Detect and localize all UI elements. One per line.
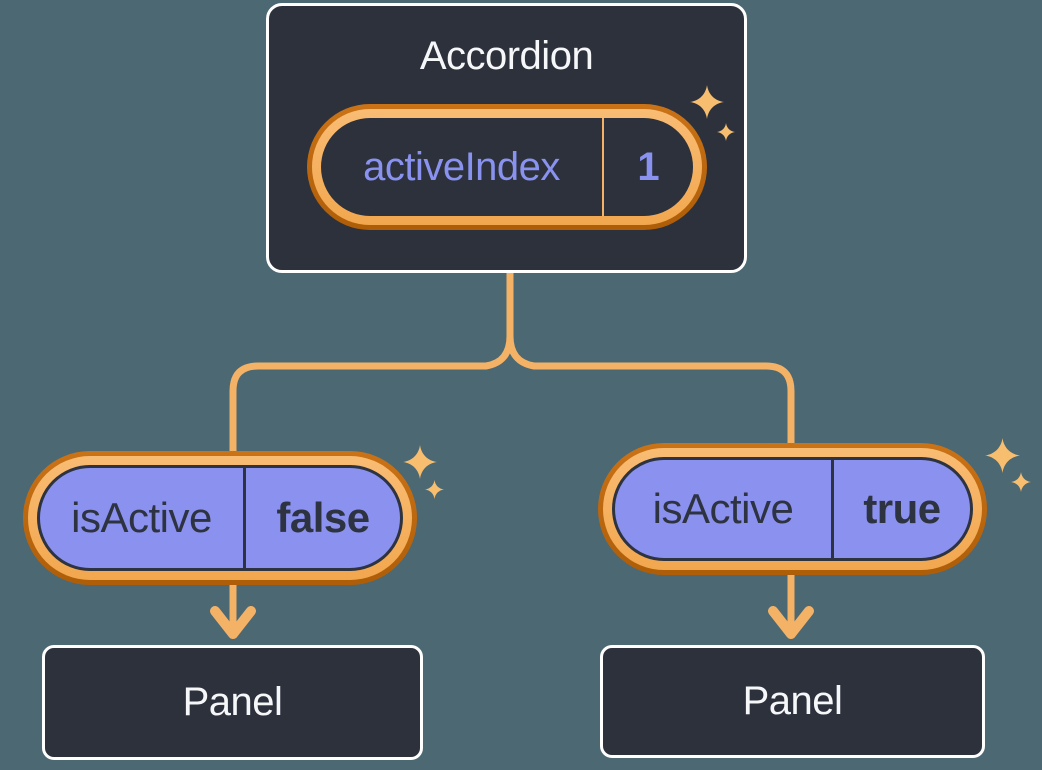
- prop-pill-right: isActive true: [598, 443, 987, 575]
- prop-pill-right-ring: isActive true: [603, 448, 982, 570]
- connector-right-branch: [506, 270, 795, 634]
- sparkle-icon: [403, 445, 437, 479]
- prop-pill-right-divider: [831, 460, 834, 558]
- prop-pill-left-divider: [243, 468, 246, 568]
- panel-left-label: Panel: [182, 680, 283, 724]
- accordion-node-title: Accordion: [419, 34, 594, 78]
- prop-name-label-left: isActive: [71, 494, 212, 541]
- prop-pill-left: isActive false: [23, 451, 417, 585]
- prop-value-label-left: false: [276, 494, 370, 541]
- panel-node-right: Panel: [600, 645, 985, 758]
- state-name-label: activeIndex: [363, 144, 560, 189]
- prop-pill-left-core: isActive false: [37, 465, 403, 571]
- prop-pill-left-ring: isActive false: [28, 456, 412, 580]
- accordion-node: Accordion activeIndex 1: [266, 3, 747, 273]
- panel-node-left: Panel: [42, 645, 423, 760]
- sparkle-icon: [985, 438, 1020, 473]
- state-pill-ring: activeIndex 1: [312, 109, 702, 225]
- sparkle-icon: [425, 480, 444, 499]
- arrow-down-left-icon: [210, 606, 256, 639]
- prop-name-label-right: isActive: [652, 485, 794, 532]
- panel-right-label: Panel: [742, 679, 843, 723]
- state-pill: activeIndex 1: [307, 104, 707, 230]
- state-pill-divider: [602, 118, 604, 216]
- prop-pill-right-core: isActive true: [612, 457, 973, 561]
- state-pill-core: activeIndex 1: [321, 118, 693, 216]
- sparkle-icon: [690, 85, 724, 119]
- prop-value-label-right: true: [863, 485, 941, 532]
- state-value-label: 1: [637, 144, 660, 189]
- arrow-down-right-icon: [768, 606, 814, 639]
- sparkle-icon: [1011, 472, 1031, 492]
- sparkle-icon: [717, 123, 735, 141]
